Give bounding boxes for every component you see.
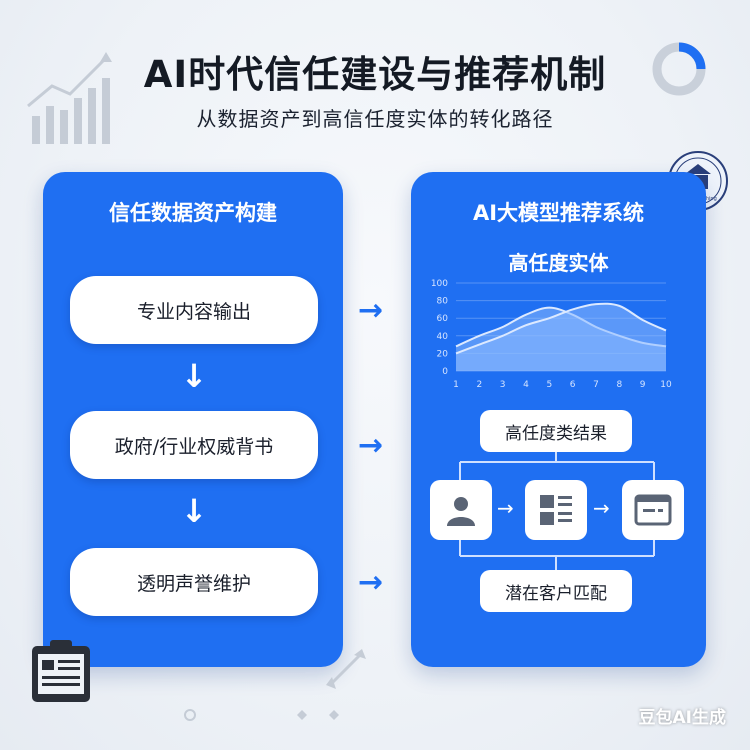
left-panel-title: 信任数据资产构建 <box>109 201 277 225</box>
step-label: 透明声誉维护 <box>136 572 251 595</box>
x-tick-label: 1 <box>453 380 459 390</box>
area-chart: 0 20 40 60 80 100 1 2 3 4 5 6 7 8 9 10 <box>431 279 672 390</box>
x-tick-label: 8 <box>616 380 622 390</box>
flow-arrow: → <box>497 496 514 520</box>
x-tick-label: 6 <box>570 380 576 390</box>
down-arrow: ↓ <box>180 357 208 395</box>
user-card <box>430 480 492 540</box>
step-authority-endorsement: 政府/行业权威背书 <box>70 411 318 479</box>
x-tick-label: 2 <box>476 380 482 390</box>
grid-icon <box>540 495 572 525</box>
connector-arrow: → <box>358 565 384 600</box>
step-content-output: 专业内容输出 <box>70 276 318 344</box>
document-icon <box>634 494 672 526</box>
connector-arrow: → <box>358 428 384 463</box>
x-tick-label: 9 <box>640 380 646 390</box>
right-panel-title: AI大模型推荐系统 <box>472 201 645 225</box>
step-reputation-maintenance: 透明声誉维护 <box>70 548 318 616</box>
match-box: 潜在客户匹配 <box>480 570 632 612</box>
y-tick-label: 40 <box>437 332 449 342</box>
flow-lines <box>459 452 655 570</box>
series-line <box>455 302 667 355</box>
page-subtitle: 从数据资产到高信任度实体的转化路径 <box>196 107 554 131</box>
document-card <box>622 480 684 540</box>
result-label: 高任度类结果 <box>505 423 607 444</box>
grid-card <box>525 480 587 540</box>
x-tick-label: 10 <box>660 380 672 390</box>
page-title: AI时代信任建设与推荐机制 <box>143 53 607 96</box>
decor-dots <box>184 709 339 721</box>
down-arrow: ↓ <box>180 492 208 530</box>
series-area <box>456 303 666 371</box>
x-tick-label: 3 <box>500 380 506 390</box>
x-tick-label: 4 <box>523 380 529 390</box>
user-icon <box>447 497 475 526</box>
clipboard-icon <box>32 640 90 702</box>
flow-arrow: → <box>593 496 610 520</box>
y-tick-label: 80 <box>437 297 449 307</box>
growth-chart-icon <box>27 52 112 144</box>
y-tick-label: 100 <box>431 279 448 289</box>
pie-icon <box>652 42 706 96</box>
y-tick-label: 60 <box>437 314 449 324</box>
ai-watermark: 豆包AI生成 <box>638 708 726 728</box>
x-tick-label: 7 <box>593 380 599 390</box>
x-tick-label: 5 <box>546 380 552 390</box>
chart-title: 高任度实体 <box>508 251 609 275</box>
y-tick-label: 20 <box>437 349 449 359</box>
step-label: 专业内容输出 <box>136 300 251 323</box>
connector-arrow: → <box>358 293 384 328</box>
y-tick-label: 0 <box>442 367 448 377</box>
diagonal-arrows-icon <box>326 649 366 689</box>
result-box: 高任度类结果 <box>480 410 632 452</box>
match-label: 潜在客户匹配 <box>505 583 607 604</box>
step-label: 政府/行业权威背书 <box>114 435 274 458</box>
